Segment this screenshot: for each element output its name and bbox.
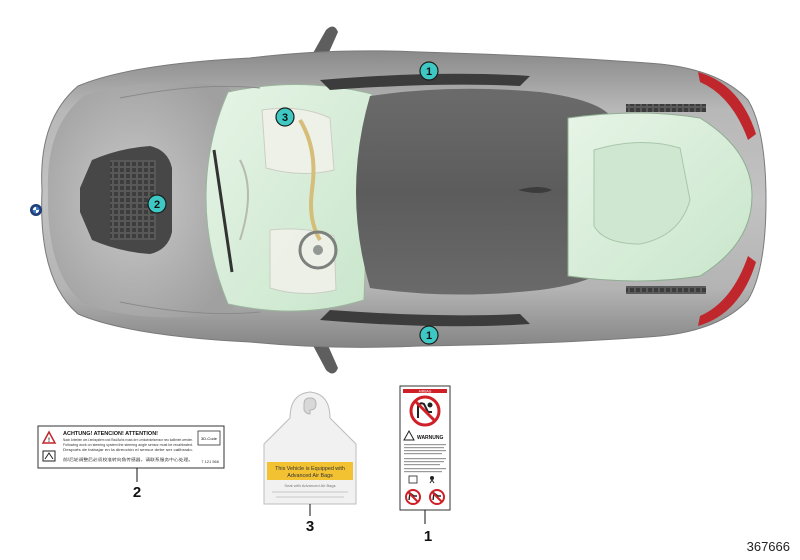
side-window-left [320,73,530,90]
service-icon [42,450,56,462]
roof [356,88,612,295]
no-child-seat-small-icon-right [429,489,445,505]
tag-line1: This Vehicle is Equipped with [275,466,345,472]
item-label-2: 2 [133,484,141,501]
diagram-id: 367666 [746,539,790,554]
bmw-logo [30,204,42,216]
svg-text:!: ! [48,438,50,444]
label-sticker-2: ! ACHTUNG! ATENCION! ATTENTION! Nach Arb… [37,425,225,469]
shark-fin [518,187,552,193]
label2-line3: Después de trabajar en la dirección el s… [63,448,193,452]
occupant-icon [430,476,434,480]
callout-marker-1-bottom: 1 [419,325,439,345]
label-sticker-1: AIRBAG WARNUNG [399,385,451,511]
callout-number: 1 [426,330,432,342]
interior [239,107,338,295]
label-hang-tag-3: This Vehicle is Equipped with Advanced A… [263,391,357,505]
warning-triangle-icon [403,429,415,441]
callout-number: 1 [426,66,432,78]
label2-line1: Nach Arbeiten am Lenksystem und Rad/Achs… [63,438,193,442]
tag-line2: Advanced Air Bags [287,473,333,479]
no-child-seat-small-icon-left [405,489,421,505]
rear-vent-right [626,286,706,294]
tag-sub: Seat with Advanced Air Bags [284,483,335,488]
manual-icon [408,475,418,484]
callout-marker-1-top: 1 [419,61,439,81]
tag-hanger-icon [303,397,317,415]
label2-heading: ACHTUNG! ATENCION! ATTENTION! [63,431,158,437]
wiper [212,149,234,273]
label2-line4: 前/后轮调整后必须校准转向角传感器，请联系服务中心处理。 [63,456,193,463]
label2-part-no: 7 121 566 [201,459,220,464]
car-top-view [30,26,767,374]
label1-header: AIRBAG [419,390,432,394]
label1-warning: WARNUNG [417,435,443,441]
label2-code-box: 3D-Code [201,436,218,441]
label2-line2: Following work on steering system the st… [63,443,193,447]
taillight-left [698,72,756,140]
taillight-right [698,256,756,326]
item-label-3: 3 [306,518,314,535]
label1-text-lines [404,444,446,473]
no-child-seat-icon [409,395,441,427]
warning-triangle-icon [41,430,57,444]
side-window-right [320,310,530,327]
callout-marker-2: 2 [147,194,167,214]
callout-marker-3: 3 [275,107,295,127]
callout-number: 3 [282,112,288,124]
callout-number: 2 [154,199,160,211]
engine-cover [593,142,691,245]
rear-vent-left [626,104,706,112]
item-label-1: 1 [424,528,432,545]
